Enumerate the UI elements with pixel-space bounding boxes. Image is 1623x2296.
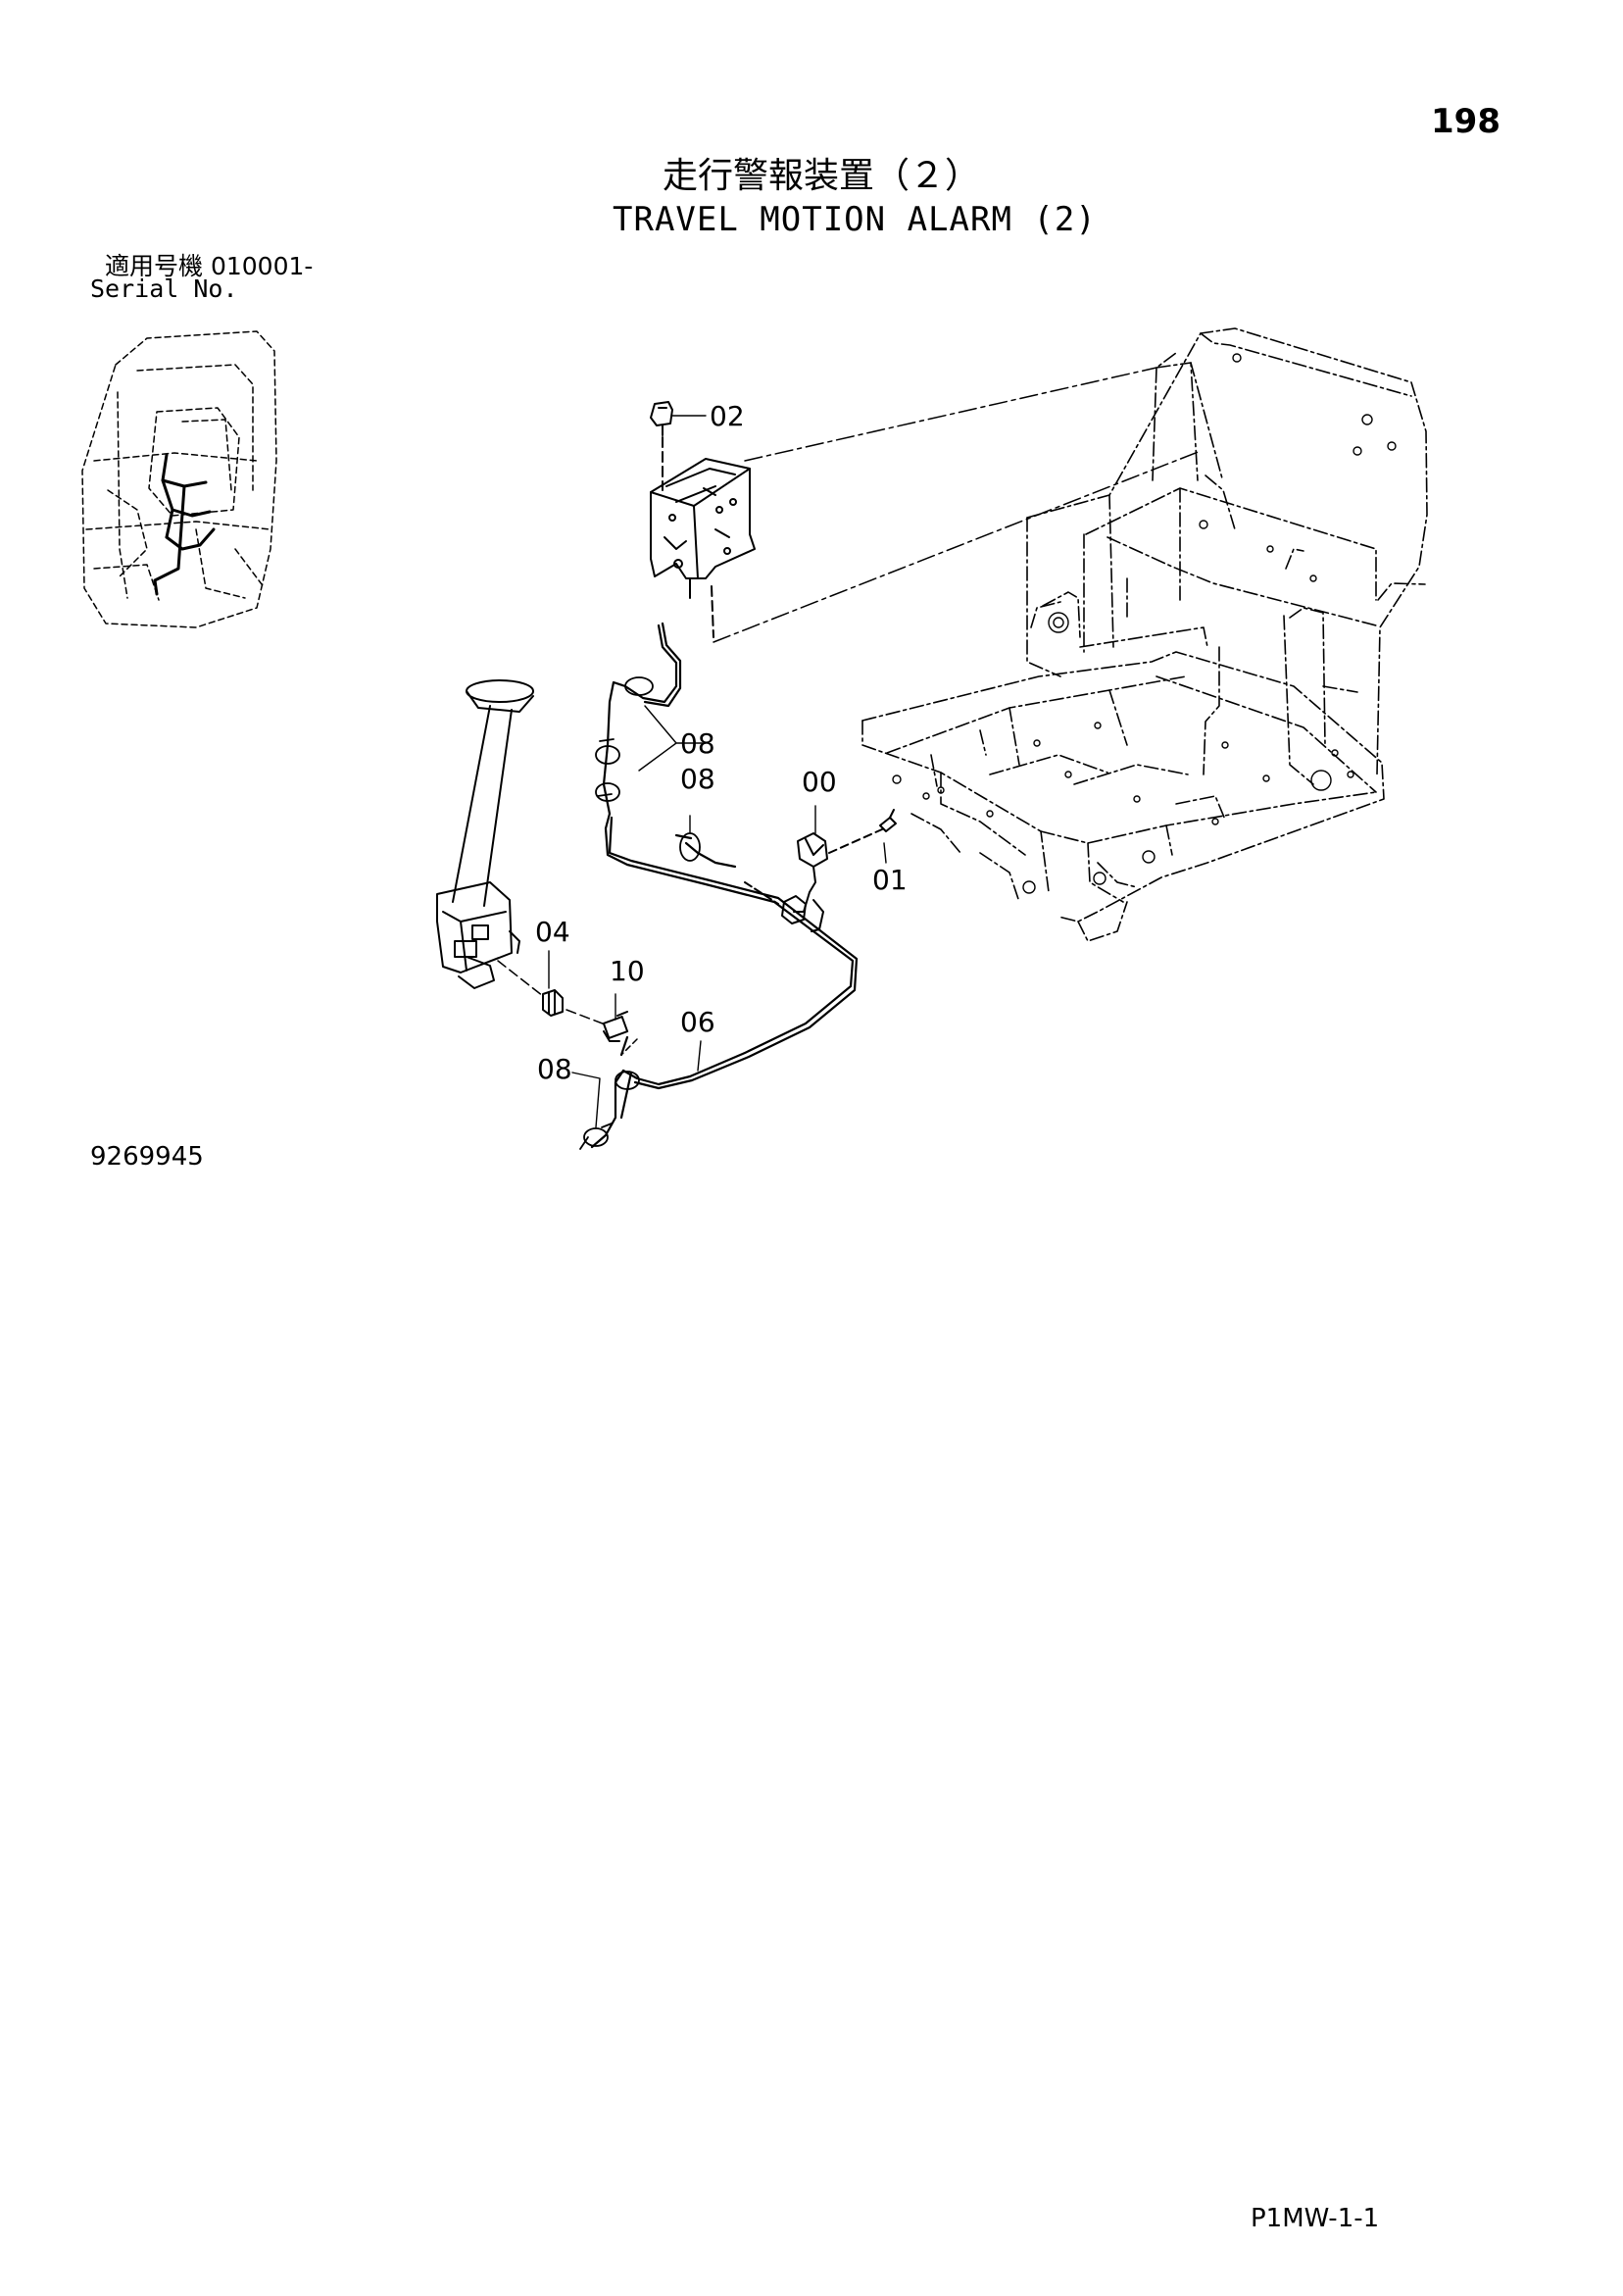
machine-frame: [861, 327, 1428, 942]
callout-08-middle: 08: [680, 763, 715, 795]
buzzer-mounting-bracket: [650, 436, 756, 638]
callout-01: 01: [872, 864, 908, 896]
phantom-line-bracket: [713, 450, 1202, 643]
callout-10: 10: [610, 955, 645, 987]
locator-harness: [153, 453, 216, 596]
page-number: 198: [1431, 102, 1500, 141]
alarm-unit: [744, 809, 897, 932]
serial-range-japanese: 適用号機 010001-: [105, 252, 314, 280]
title-japanese: 走行警報装置（２）: [663, 156, 981, 196]
phantom-line-switch: [497, 960, 544, 997]
callout-08-lower: 08: [537, 1053, 572, 1085]
callout-04: 04: [535, 916, 570, 948]
wire-harness: [590, 622, 859, 1149]
harness-clamps: [579, 676, 701, 1150]
callout-06: 06: [680, 1006, 715, 1038]
serial-label-english: Serial No.: [90, 275, 238, 303]
callout-leaders: [548, 415, 887, 1128]
frame-bolt-holes: [892, 353, 1397, 894]
alarm-buzzer: [650, 401, 673, 436]
callout-00: 00: [802, 766, 837, 798]
travel-lever-assembly: [436, 679, 534, 989]
callout-08-upper: 08: [680, 727, 715, 760]
connector-10: [602, 1011, 629, 1042]
figure-number: 9269945: [90, 1142, 204, 1172]
phantom-line-bracket-top: [744, 367, 1157, 462]
callout-02: 02: [710, 400, 745, 432]
phantom-line-connector: [566, 1009, 609, 1026]
title-english: TRAVEL MOTION ALARM (2): [613, 200, 1097, 239]
callout-labels: 02 08 08 00 01 04 10 06 08: [535, 400, 908, 1085]
pressure-switch: [542, 989, 564, 1017]
page-code: P1MW-1-1: [1251, 2204, 1380, 2233]
locator-view: [81, 330, 277, 628]
